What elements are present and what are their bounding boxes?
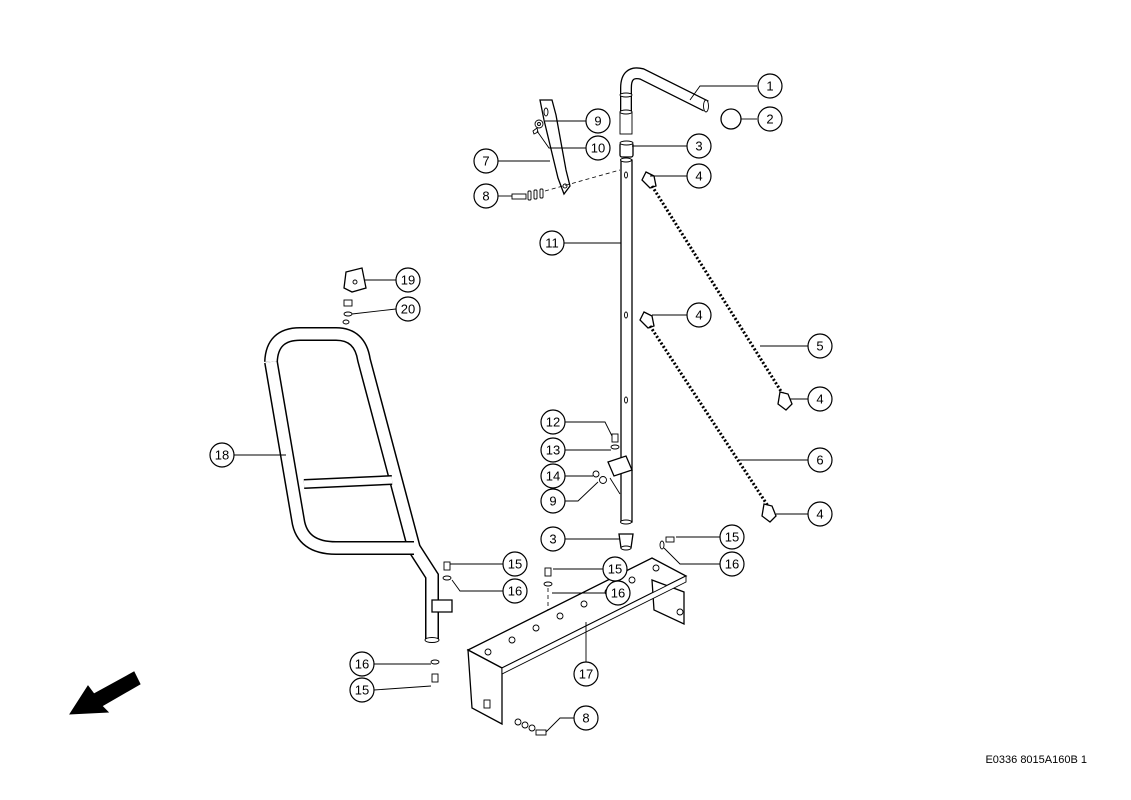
drawing-code: E0336 8015A160B 1 <box>985 754 1087 766</box>
svg-text:19: 19 <box>401 273 415 288</box>
svg-text:20: 20 <box>401 302 415 317</box>
callout-7: 7 <box>473 148 499 174</box>
callout-15-d: 15 <box>349 677 375 703</box>
svg-text:8: 8 <box>482 189 489 204</box>
callout-15-b: 15 <box>602 556 628 582</box>
callout-4-c: 4 <box>686 302 712 328</box>
handrail-bottom-bolt <box>430 659 440 683</box>
svg-text:9: 9 <box>594 114 601 129</box>
callout-19: 19 <box>395 267 421 293</box>
leader-lines <box>234 85 808 733</box>
callout-1: 1 <box>757 73 783 99</box>
svg-text:18: 18 <box>215 448 229 463</box>
svg-text:15: 15 <box>725 530 739 545</box>
svg-text:3: 3 <box>695 139 702 154</box>
svg-text:16: 16 <box>355 657 369 672</box>
svg-text:4: 4 <box>695 308 702 323</box>
callout-10: 10 <box>585 135 611 161</box>
svg-text:1: 1 <box>766 79 773 94</box>
svg-text:4: 4 <box>695 169 702 184</box>
base-side-bolt-set <box>514 718 547 736</box>
svg-text:4: 4 <box>816 507 823 522</box>
svg-text:16: 16 <box>725 557 739 572</box>
svg-text:15: 15 <box>608 562 622 577</box>
callout-9-top: 9 <box>585 108 611 134</box>
svg-text:3: 3 <box>549 532 556 547</box>
callout-11: 11 <box>539 230 565 256</box>
callout-12: 12 <box>540 409 566 435</box>
svg-text:10: 10 <box>591 141 605 156</box>
bracket-bolt-set <box>511 188 544 201</box>
mount-bolt <box>342 299 353 325</box>
callout-8-top: 8 <box>473 183 499 209</box>
svg-text:9: 9 <box>549 494 556 509</box>
svg-text:7: 7 <box>482 154 489 169</box>
svg-text:15: 15 <box>508 557 522 572</box>
svg-text:16: 16 <box>611 586 625 601</box>
callout-14: 14 <box>540 463 566 489</box>
handrail-top-bolt <box>442 561 452 581</box>
callout-20: 20 <box>395 296 421 322</box>
svg-text:17: 17 <box>579 667 593 682</box>
ball-knob <box>720 108 742 130</box>
callout-16-a: 16 <box>502 578 528 604</box>
callout-4-b: 4 <box>807 386 833 412</box>
svg-text:11: 11 <box>545 236 559 251</box>
svg-text:12: 12 <box>546 415 560 430</box>
svg-text:6: 6 <box>816 453 823 468</box>
callout-8-bottom: 8 <box>573 705 599 731</box>
callout-15-a: 15 <box>502 551 528 577</box>
lower-chain <box>639 311 777 523</box>
callout-5: 5 <box>807 333 833 359</box>
upper-chain <box>641 171 793 411</box>
callout-6: 6 <box>807 447 833 473</box>
callout-2: 2 <box>757 106 783 132</box>
callout-15-c: 15 <box>719 524 745 550</box>
callout-13: 13 <box>540 437 566 463</box>
callout-17: 17 <box>573 661 599 687</box>
callout-9-bottom: 9 <box>540 488 566 514</box>
bracket-arm <box>539 99 571 196</box>
bottom-cap <box>618 533 634 551</box>
callout-16-c: 16 <box>719 551 745 577</box>
svg-text:15: 15 <box>355 683 369 698</box>
base-plate <box>466 557 688 726</box>
base-bolt-set <box>543 536 675 610</box>
svg-text:14: 14 <box>546 469 560 484</box>
bent-top-tube <box>619 67 709 135</box>
mast-pole <box>620 157 633 525</box>
svg-text:4: 4 <box>816 392 823 407</box>
svg-text:2: 2 <box>766 112 773 127</box>
top-cap <box>619 140 634 158</box>
pole-clamp <box>592 433 633 495</box>
callout-18: 18 <box>209 442 235 468</box>
svg-text:13: 13 <box>546 443 560 458</box>
callout-16-d: 16 <box>349 651 375 677</box>
callout-3-bottom: 3 <box>540 526 566 552</box>
callout-4-a: 4 <box>686 163 712 189</box>
callout-4-d: 4 <box>807 501 833 527</box>
callout-16-b: 16 <box>605 580 631 606</box>
mount-bracket <box>343 267 367 293</box>
callout-3-top: 3 <box>686 133 712 159</box>
svg-text:8: 8 <box>582 711 589 726</box>
direction-arrow <box>69 671 141 715</box>
handrail <box>264 327 453 643</box>
svg-text:5: 5 <box>816 339 823 354</box>
svg-text:16: 16 <box>508 584 522 599</box>
